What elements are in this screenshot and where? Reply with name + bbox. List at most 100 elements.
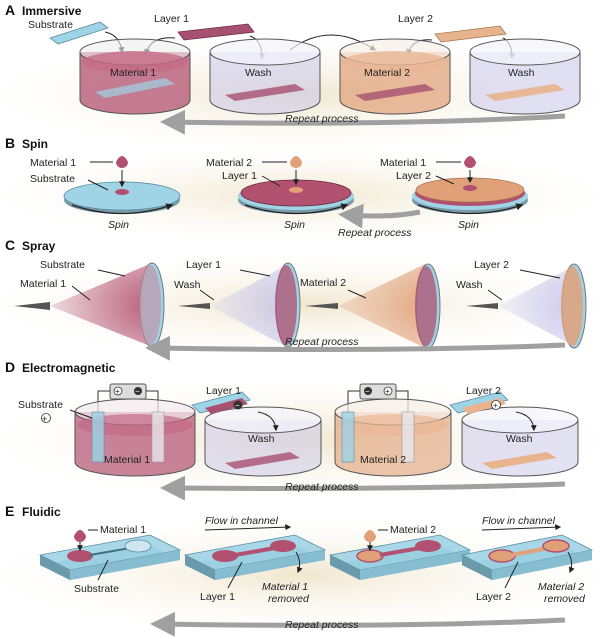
label-layer2: Layer 2 [398, 13, 433, 25]
repeat-text-a: Repeat process [285, 113, 359, 125]
spin-disc-1 [63, 156, 181, 215]
repeat-text-c: Repeat process [285, 336, 359, 348]
svg-text:−: − [235, 401, 240, 410]
section-c-letter: C [5, 237, 15, 253]
label-e-material2: Material 2 [390, 524, 436, 536]
label-e-removed1-line1: Material 1 [262, 581, 308, 593]
label-b-material1-first: Material 1 [30, 157, 76, 169]
label-c-wash1: Wash [174, 279, 201, 291]
label-b-layer1: Layer 1 [222, 170, 257, 182]
nozzle-1 [14, 302, 50, 310]
spray-unit-4 [466, 263, 587, 349]
label-b-layer2: Layer 2 [396, 170, 431, 182]
label-e-substrate: Substrate [74, 583, 119, 595]
fluidic-chip-3 [328, 529, 472, 580]
label-c-substrate: Substrate [40, 259, 85, 271]
label-c-layer2: Layer 2 [474, 259, 509, 271]
beaker3-label: Material 2 [364, 67, 410, 79]
section-b-letter: B [5, 135, 15, 151]
spray-unit-1 [14, 262, 165, 348]
nozzle-2 [178, 303, 210, 309]
droplet-material-1 [116, 156, 128, 168]
svg-text:+: + [493, 401, 498, 410]
label-d-substrate: Substrate [18, 399, 63, 411]
nozzle-3 [305, 303, 338, 309]
label-c-material1: Material 1 [20, 278, 66, 290]
label-layer1: Layer 1 [154, 13, 189, 25]
spray-unit-2 [178, 262, 301, 348]
repeat-arrow-b [338, 203, 421, 229]
section-d-letter: D [5, 359, 15, 375]
section-d-title: Electromagnetic [22, 361, 116, 375]
spin-disc-3 [412, 156, 528, 215]
section-c-title: Spray [22, 239, 56, 253]
svg-text:+: + [385, 387, 390, 396]
label-e-flow1: Flow in channel [205, 515, 279, 527]
repeat-text-b: Repeat process [338, 227, 412, 239]
repeat-arrow-e [150, 611, 566, 637]
svg-text:−: − [135, 387, 140, 396]
repeat-text-e: Repeat process [285, 619, 359, 631]
label-e-layer2: Layer 2 [476, 591, 511, 603]
label-b-substrate: Substrate [30, 173, 75, 185]
electro-beaker-wash-2: + Layer 2 Wash [449, 385, 579, 477]
label-d-material2: Material 2 [360, 454, 406, 466]
electro-beaker-material-1: + − Substrate + Material 1 [18, 383, 196, 477]
beaker-wash-2: Wash [469, 38, 581, 115]
section-a-letter: A [5, 2, 15, 18]
label-e-removed1-line2: removed [268, 593, 310, 605]
repeat-arrow-d [160, 475, 566, 501]
nozzle-4 [466, 303, 498, 309]
section-a-immersive: A Immersive Substrate Layer 1 Layer 2 Ma… [0, 2, 600, 150]
label-e-layer1: Layer 1 [200, 591, 235, 603]
spray-unit-3 [305, 263, 441, 349]
beaker1-label: Material 1 [110, 67, 156, 79]
label-e-removed2-line1: Material 2 [538, 581, 584, 593]
fluidic-chip-4 [460, 524, 594, 589]
label-c-wash2: Wash [456, 279, 483, 291]
label-e-removed2-line2: removed [544, 593, 586, 605]
droplet-e-material-1 [74, 530, 86, 542]
fluidic-chip-2 [183, 524, 327, 589]
svg-text:−: − [365, 387, 370, 396]
repeat-arrow-c [145, 335, 566, 361]
section-e-fluidic: E Fluidic Material 1 Substrate [0, 503, 600, 637]
beaker-wash-1: Wash [209, 38, 321, 115]
section-e-title: Fluidic [22, 505, 61, 519]
layer2-slide [434, 25, 507, 43]
label-e-flow2: Flow in channel [482, 515, 556, 527]
section-a-title: Immersive [22, 4, 82, 18]
beaker2-label: Wash [245, 67, 272, 79]
label-d-wash2: Wash [506, 433, 533, 445]
droplet-e-material-2 [364, 530, 376, 542]
beaker4-label: Wash [508, 67, 535, 79]
layer1-slide [177, 23, 255, 41]
label-b-material2: Material 2 [206, 157, 252, 169]
section-c-spray: C Spray Substrate Material 1 Layer 1 Was… [0, 237, 600, 361]
beaker-material-2: Material 2 [339, 38, 451, 115]
fluidic-chip-1 [38, 529, 182, 581]
label-c-material2: Material 2 [300, 277, 346, 289]
label-e-material1: Material 1 [100, 524, 146, 536]
droplet-material-1-again [464, 156, 476, 168]
repeat-arrow-a [160, 109, 566, 135]
label-d-layer2: Layer 2 [466, 385, 501, 397]
label-b-material1-second: Material 1 [380, 157, 426, 169]
label-d-wash1: Wash [248, 433, 275, 445]
label-spin-2: Spin [284, 219, 305, 231]
section-b-title: Spin [22, 137, 48, 151]
section-b-spin: B Spin Material 1 Substrate Spin [0, 135, 600, 240]
substrate-slide [49, 21, 109, 45]
label-d-layer1: Layer 1 [206, 385, 241, 397]
section-e-letter: E [5, 503, 14, 519]
spin-disc-2 [238, 156, 354, 215]
label-c-layer1: Layer 1 [186, 259, 221, 271]
label-d-plus: + [42, 414, 47, 424]
beaker-material-1: Material 1 [79, 38, 191, 115]
section-d-electromagnetic: D Electromagnetic + − Substrate + Materi… [0, 359, 600, 501]
electro-beaker-material-2: − + Material 2 [334, 383, 452, 477]
label-d-material1: Material 1 [104, 454, 150, 466]
label-spin-1: Spin [108, 219, 129, 231]
label-spin-3: Spin [458, 219, 479, 231]
